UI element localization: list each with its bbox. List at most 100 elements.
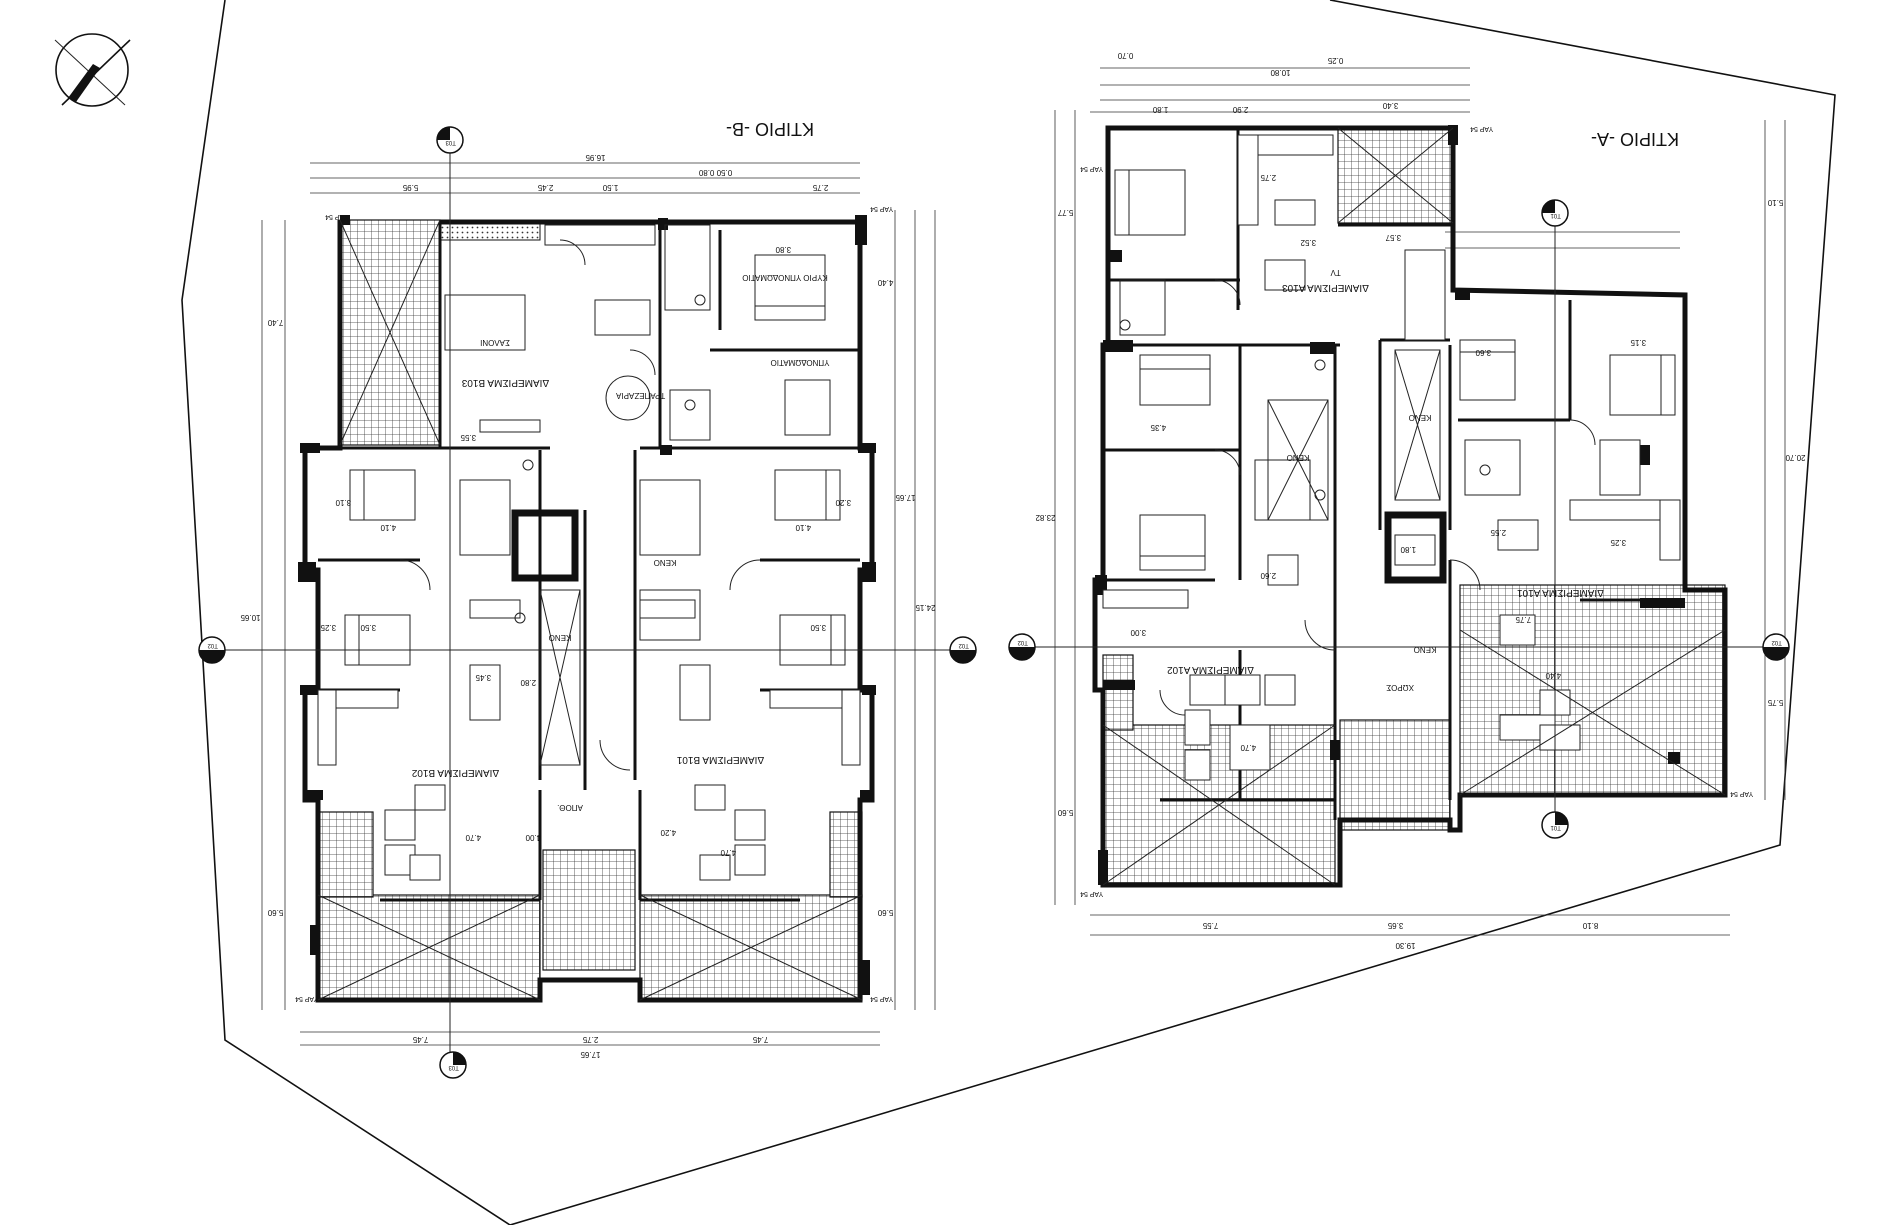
section-marker-t03-bottom-b: T03 (439, 1051, 467, 1079)
terrace-a-side (1102, 654, 1134, 731)
yap-note-7: ΥΑΡ 54 (1080, 890, 1103, 897)
svg-text:T03: T03 (445, 139, 456, 145)
dim-a-top-a: 0.70 (1117, 51, 1133, 60)
dim-b-left-total: 10.65 (240, 613, 261, 622)
room-dim-a24: 2.55 (1490, 528, 1506, 537)
section-marker-t01-top-a: T01 (1541, 199, 1569, 227)
dim-a-right-total: 20.70 (1785, 453, 1806, 462)
dim-a-left-a: 5.77 (1057, 208, 1073, 217)
section-marker-t02-left-a: T02 (1008, 633, 1036, 661)
room-dim-a15: 4.35 (1150, 423, 1166, 432)
room-dim-b3: 3.20 (835, 498, 851, 507)
dim-b-right-c: 5.60 (877, 908, 893, 917)
terrace-b-strip (439, 221, 541, 241)
doors-b (399, 239, 761, 771)
svg-text:T02: T02 (1017, 639, 1028, 645)
dimension-lines-b (261, 162, 936, 1046)
room-dim-b10: 4.00 (525, 833, 541, 842)
apartment-a101-label: ΔΙΑΜΕΡΙΣΜΑ Α101 (1517, 587, 1604, 598)
room-dim-b4r: 3.50 (810, 623, 826, 632)
yap-note-5: ΥΑΡ 54 (1080, 165, 1103, 172)
room-dim-b9: 2.80 (520, 678, 536, 687)
column-stubs-b (298, 215, 876, 995)
stair-b (542, 849, 636, 971)
dim-b-right-b: 4.40 (877, 278, 893, 287)
room-tv-a: TV (1330, 268, 1341, 277)
room-dim-b7: 4.20 (660, 828, 676, 837)
elevator-a (1384, 511, 1447, 584)
doors-a (1159, 279, 1596, 716)
dim-b-top-e: 2.75 (812, 183, 828, 192)
room-keno-a2: ΚΕΝΟ (1287, 453, 1310, 462)
stair-a (1339, 719, 1451, 831)
terrace-b-side-right (829, 811, 863, 898)
north-arrow-icon (54, 33, 131, 107)
elevator-b (511, 509, 579, 582)
room-keno-a1: ΚΕΝΟ (1409, 413, 1432, 422)
dim-a-bottom-c: 8.10 (1582, 921, 1598, 930)
room-dim-a17: 3.57 (1385, 233, 1401, 242)
terrace-b-side-left (317, 811, 374, 898)
kitchens-b (317, 224, 861, 766)
dim-b-left-a: 7.40 (267, 318, 283, 327)
svg-text:T02: T02 (958, 642, 969, 648)
apartment-a102-label: ΔΙΑΜΕΡΙΣΜΑ Α102 (1167, 664, 1254, 675)
svg-text:T01: T01 (1550, 824, 1561, 830)
dim-b-top-a: 0.50 0.80 (698, 168, 732, 177)
dim-a-top-total: 10.80 (1270, 68, 1291, 77)
section-marker-t03-top-b: T03 (436, 126, 464, 154)
room-dim-b1: 3.10 (335, 498, 351, 507)
dim-b-top-c: 2.45 (537, 183, 553, 192)
terrace-slope-lines-b (317, 219, 863, 1001)
dim-b-bottom-a: 7.45 (412, 1035, 428, 1044)
room-dim-a5: 3.25 (1610, 538, 1626, 547)
building-b: KTIPIO -B- ΔΙΑΜΕΡΙΣΜΑ Β101 ΔΙΑΜΕΡΙΣΜΑ Β1… (215, 119, 960, 1060)
dim-a-top-c: 3.40 (1382, 101, 1398, 110)
section-marker-t01-bottom-a: T01 (1541, 811, 1569, 839)
room-dim-b12: 3.55 (460, 433, 476, 442)
apartment-a103-label: ΔΙΑΜΕΡΙΣΜΑ Α103 (1282, 282, 1369, 293)
section-marker-t02-right-a: T02 (1762, 633, 1790, 661)
room-saloni-b: ΣΑΛΟΝΙ (480, 338, 510, 347)
room-keno-a3: ΚΕΝΟ (1414, 645, 1437, 654)
level-annotations: ΥΑΡ 54 ΥΑΡ 54 ΥΑΡ 54 ΥΑΡ 54 ΥΑΡ 54 ΥΑΡ 5… (295, 125, 1753, 1002)
apartment-b103-label: ΔΙΑΜΕΡΙΣΜΑ Β103 (461, 377, 549, 388)
room-dim-b11: 3.80 (775, 245, 791, 254)
room-apoth-b: ΑΠΟΘ. (557, 803, 583, 812)
building-b-title: KTIPIO -B- (726, 119, 814, 139)
svg-text:T01: T01 (1550, 212, 1561, 218)
bathrooms-a (1119, 279, 1641, 521)
dim-a-top-e: 1.80 (1152, 105, 1168, 114)
room-keno-b1: ΚΕΝΟ (549, 633, 572, 642)
dim-b-right-total: 24.15 (915, 603, 936, 612)
kitchens-a (1102, 134, 1681, 609)
yap-note-1: ΥΑΡ 54 (325, 213, 348, 220)
svg-text:T03: T03 (448, 1064, 459, 1070)
dim-a-top-b: 0.25 (1327, 56, 1343, 65)
section-markers: T03 T03 T02 T02 T02 T02 (198, 126, 1790, 1079)
dim-a-bottom-total: 19.30 (1395, 941, 1416, 950)
yap-note-6: ΥΑΡ 54 (1470, 125, 1493, 132)
room-dim-b6r: 4.70 (720, 848, 736, 857)
room-kyrio-b: ΚΥΡΙΟ ΥΠΝΟΔΩΜΑΤΙΟ (742, 273, 828, 282)
dim-a-right-a: 5.10 (1767, 198, 1783, 207)
dim-b-top-total: 16.95 (585, 153, 606, 162)
yap-note-3: ΥΑΡ 54 (295, 995, 318, 1002)
void-a (1394, 349, 1441, 501)
dim-b-right-a: 17.65 (895, 493, 916, 502)
dim-b-top-b: 5.95 (402, 183, 418, 192)
dim-b-top-d: 1.50 (602, 183, 618, 192)
dim-b-left-b: 5.60 (267, 908, 283, 917)
room-keno-b2: ΚΕΝΟ (654, 558, 677, 567)
building-a-title: KTIPIO -A- (1591, 129, 1679, 149)
room-dim-b8: 3.45 (475, 673, 491, 682)
room-ypno-b: ΥΠΝΟΔΩΜΑΤΙΟ (770, 358, 829, 367)
room-dim-a18: 2.75 (1260, 173, 1276, 182)
room-dim-b2r: 4.10 (795, 523, 811, 532)
room-dim-a22: 3.00 (1130, 628, 1146, 637)
dim-b-bottom-b: 2.75 (582, 1035, 598, 1044)
section-marker-t02-right-b: T02 (949, 636, 977, 664)
dim-a-left-b: 5.60 (1057, 808, 1073, 817)
yap-note-2: ΥΑΡ 54 (870, 205, 893, 212)
svg-text:T02: T02 (207, 642, 218, 648)
